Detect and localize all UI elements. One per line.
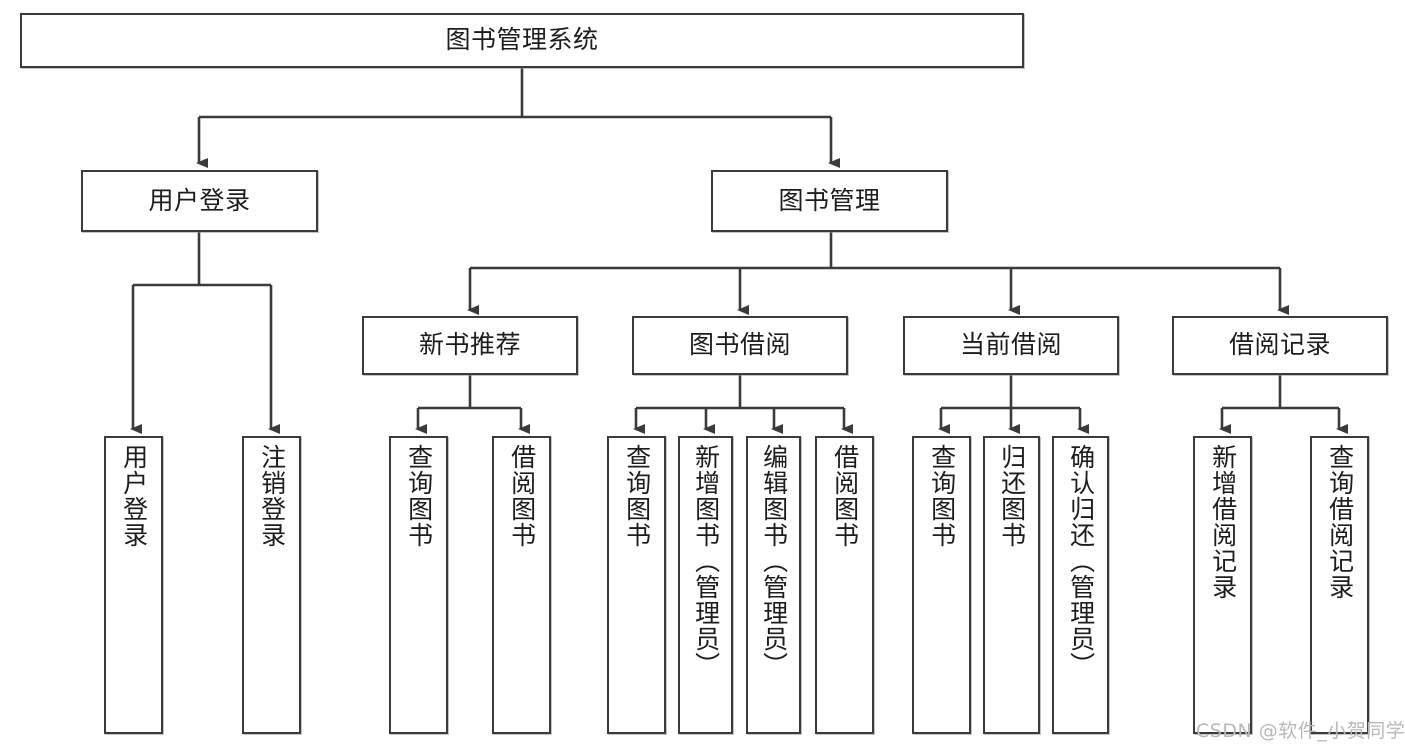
node-label: 用户登录 xyxy=(148,185,251,215)
leaf-add-book-admin[interactable]: 新增图书（管理员） xyxy=(678,436,733,734)
node-label: 借阅记录 xyxy=(1228,330,1331,360)
node-label: 确认归还（管理员） xyxy=(1066,444,1096,678)
node-label: 用户登录 xyxy=(119,444,149,548)
node-current-borrow[interactable]: 当前借阅 xyxy=(903,316,1119,375)
leaf-return-book[interactable]: 归还图书 xyxy=(983,436,1040,734)
leaf-borrow-book[interactable]: 借阅图书 xyxy=(815,436,874,734)
node-label: 查询图书 xyxy=(622,444,652,548)
node-book-management[interactable]: 图书管理 xyxy=(711,170,948,232)
node-label: 图书管理 xyxy=(778,185,881,215)
leaf-confirm-return-admin[interactable]: 确认归还（管理员） xyxy=(1052,436,1109,734)
node-book-borrow[interactable]: 图书借阅 xyxy=(632,316,848,375)
node-label: 新增借阅记录 xyxy=(1208,444,1238,600)
leaf-edit-book-admin[interactable]: 编辑图书（管理员） xyxy=(746,436,801,734)
leaf-query-book-current[interactable]: 查询图书 xyxy=(912,436,971,734)
node-label: 编辑图书（管理员） xyxy=(759,444,789,678)
node-label: 查询图书 xyxy=(404,444,434,548)
leaf-logout[interactable]: 注销登录 xyxy=(242,436,301,734)
node-user-login[interactable]: 用户登录 xyxy=(81,170,318,232)
node-new-book-recommend[interactable]: 新书推荐 xyxy=(362,316,578,375)
node-label: 图书借阅 xyxy=(688,330,791,360)
node-label: 借阅图书 xyxy=(507,444,537,548)
node-borrow-record[interactable]: 借阅记录 xyxy=(1172,316,1388,375)
node-label: 注销登录 xyxy=(257,444,287,548)
node-label: 借阅图书 xyxy=(830,444,860,548)
node-label: 图书管理系统 xyxy=(445,25,599,55)
node-root-book-management-system[interactable]: 图书管理系统 xyxy=(20,13,1024,68)
leaf-query-book-new[interactable]: 查询图书 xyxy=(389,436,448,734)
node-label: 当前借阅 xyxy=(959,330,1062,360)
leaf-user-login[interactable]: 用户登录 xyxy=(104,436,163,734)
leaf-add-borrow-record[interactable]: 新增借阅记录 xyxy=(1193,436,1252,734)
node-label: 查询图书 xyxy=(927,444,957,548)
leaf-query-book-borrow[interactable]: 查询图书 xyxy=(607,436,666,734)
csdn-watermark: CSDN @软件_小贺同学 xyxy=(1196,720,1405,742)
leaf-borrow-book-new[interactable]: 借阅图书 xyxy=(492,436,551,734)
node-label: 新书推荐 xyxy=(418,330,521,360)
leaf-query-borrow-record[interactable]: 查询借阅记录 xyxy=(1310,436,1369,734)
node-label: 归还图书 xyxy=(997,444,1027,548)
node-label: 查询借阅记录 xyxy=(1325,444,1355,600)
node-label: 新增图书（管理员） xyxy=(691,444,721,678)
